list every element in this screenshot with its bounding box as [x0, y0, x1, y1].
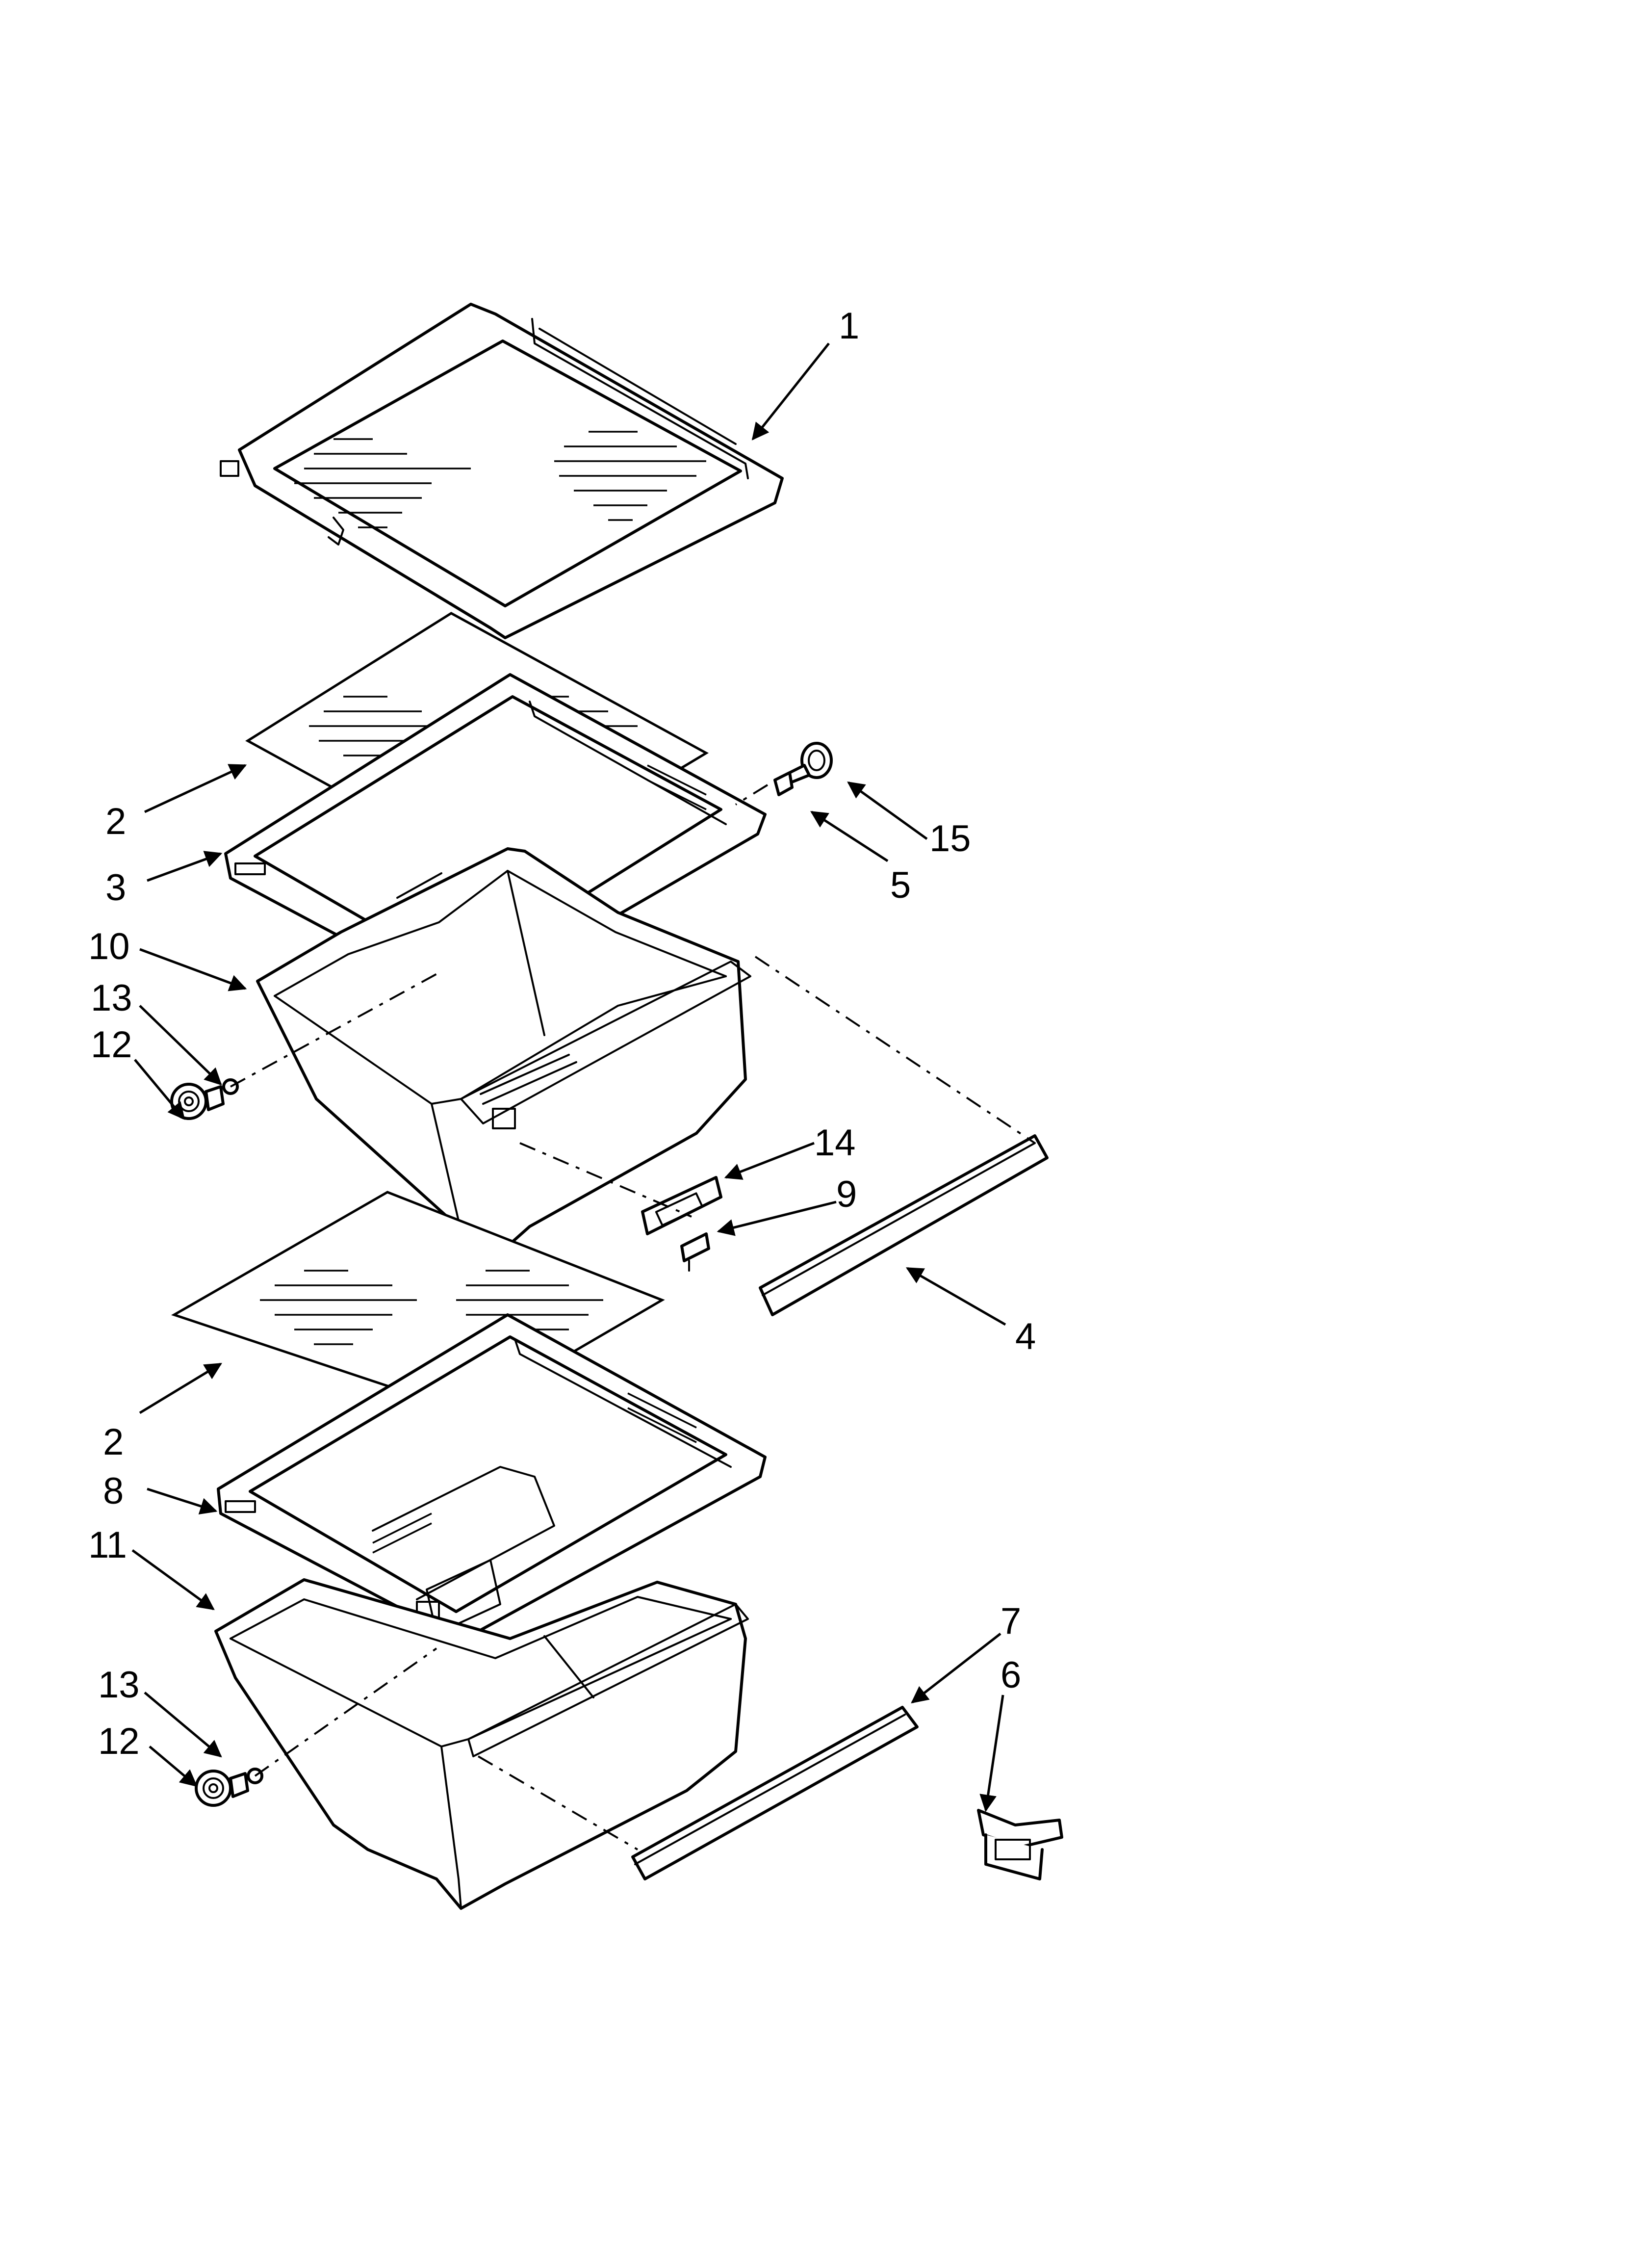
screw-washer-part — [773, 742, 833, 796]
upper-roller-part — [170, 1078, 239, 1120]
humidity-control-part — [641, 1176, 722, 1235]
trim-clip-part — [977, 1809, 1063, 1880]
humidity-slider-part — [680, 1232, 710, 1272]
callout-2-lower: 2 — [103, 1421, 124, 1463]
top-shelf-part — [220, 303, 784, 639]
callout-12-upper: 12 — [91, 1024, 132, 1066]
leader-lines — [131, 342, 1006, 1812]
callout-4: 4 — [1015, 1316, 1036, 1357]
callout-13-upper: 13 — [91, 977, 132, 1019]
callout-1: 1 — [839, 305, 859, 347]
callout-9: 9 — [836, 1173, 857, 1215]
callout-7: 7 — [1001, 1600, 1021, 1642]
upper-drawer-trim-part — [759, 1134, 1049, 1316]
callout-6: 6 — [1001, 1654, 1021, 1696]
lower-crisper-drawer-part — [214, 1578, 749, 1910]
glass-etching-right — [554, 431, 706, 521]
callout-10: 10 — [88, 926, 130, 967]
lower-crisper-frame-part — [217, 1313, 767, 1645]
callout-15: 15 — [929, 818, 971, 860]
callout-11: 11 — [88, 1524, 127, 1566]
callout-labels: 1 2 3 10 13 12 15 5 14 9 4 2 8 11 13 12 … — [88, 305, 1036, 1762]
callout-13-lower: 13 — [98, 1664, 140, 1706]
callout-3: 3 — [105, 867, 126, 909]
callout-8: 8 — [103, 1470, 124, 1512]
callout-2-upper: 2 — [105, 801, 126, 842]
assembly-lines — [230, 784, 1036, 1851]
callout-12-lower: 12 — [98, 1721, 140, 1762]
callout-5: 5 — [890, 864, 911, 906]
lower-roller-part — [195, 1768, 263, 1807]
lower-drawer-trim-part — [631, 1706, 919, 1880]
callout-14: 14 — [814, 1122, 856, 1164]
glass-etching-left — [294, 438, 471, 528]
